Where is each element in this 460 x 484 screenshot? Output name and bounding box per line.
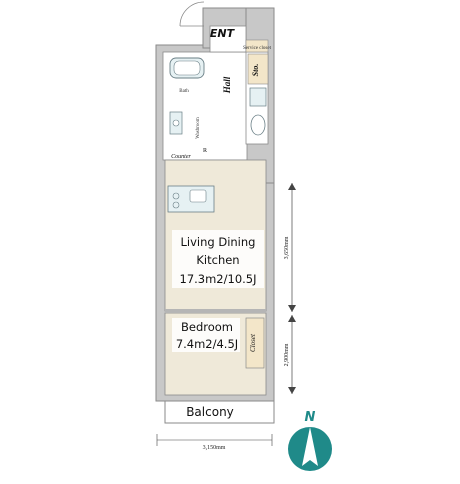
bedroom-wall	[165, 309, 266, 313]
width-dimension: 3,150mm	[156, 434, 273, 451]
closet-label: Closet	[249, 333, 257, 352]
hall-label: Hall	[222, 76, 232, 94]
stove-icon	[167, 185, 215, 213]
sink-icon	[169, 111, 183, 135]
closet: Closet	[245, 317, 265, 369]
living-label-line1: Living Dining	[181, 235, 256, 249]
bath-label: Bath	[179, 89, 189, 94]
balcony: Balcony	[164, 400, 275, 424]
counter-label: Counter	[171, 154, 191, 160]
refrigerator-label: R	[203, 148, 207, 154]
bedroom-area-label: 7.4m2/4.5J	[176, 337, 238, 351]
toilet-icon	[249, 87, 267, 136]
living-area-label: 17.3m2/10.5J	[180, 272, 257, 286]
ldk-depth-label: 3,650mm	[284, 236, 290, 259]
entrance-door	[179, 1, 205, 27]
entrance-label: ENT	[210, 27, 236, 40]
north-label: N	[305, 410, 316, 425]
bedroom-label: Bedroom	[181, 320, 233, 334]
balcony-label: Balcony	[186, 405, 234, 419]
bedroom-depth-dimension: 2,900mm	[284, 315, 296, 394]
bathtub-icon	[169, 57, 205, 79]
north-compass-icon: N	[288, 410, 332, 471]
service-closet-label: Service closet	[243, 46, 272, 51]
ldk-depth-dimension: 3,650mm	[284, 183, 296, 312]
washroom-label: Washroom	[196, 117, 201, 139]
width-dimension-label: 3,150mm	[203, 445, 226, 451]
storage-label: Sto.	[251, 64, 260, 77]
service-closet: Service closet	[243, 39, 272, 53]
bedroom-depth-label: 2,900mm	[284, 343, 290, 366]
living-label-line2: Kitchen	[196, 253, 239, 267]
storage: Sto.	[247, 53, 269, 85]
